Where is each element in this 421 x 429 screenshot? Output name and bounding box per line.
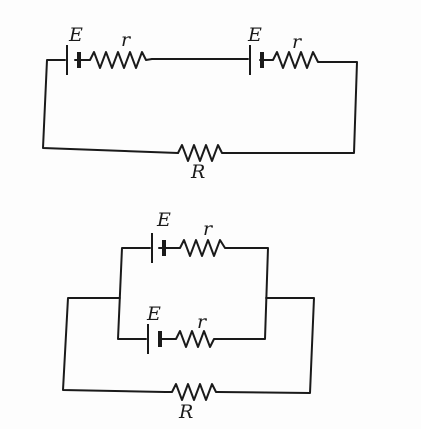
parallel-cell-2-emf-label: E — [146, 303, 161, 325]
series-cell-1-emf-label: E — [68, 24, 83, 46]
parallel-circuit: E r E r R — [62, 209, 315, 423]
series-circuit: E r E r R — [42, 24, 358, 183]
parallel-loop-wire — [62, 247, 315, 394]
parallel-internal-resistance-2-label: r — [197, 311, 208, 333]
series-cell-2-emf-label: E — [247, 24, 262, 46]
parallel-load-resistor — [164, 383, 219, 401]
series-internal-resistor-1 — [81, 51, 153, 69]
series-loop-wire — [42, 58, 358, 154]
series-internal-resistance-1-label: r — [121, 29, 132, 51]
series-internal-resistor-2 — [264, 51, 324, 69]
parallel-internal-resistor-1 — [165, 239, 231, 257]
series-load-resistor — [177, 144, 227, 162]
parallel-internal-resistance-1-label: r — [203, 218, 214, 240]
parallel-cell-1-emf-label: E — [156, 209, 171, 231]
parallel-internal-resistor-2 — [164, 330, 222, 348]
parallel-load-label: R — [178, 401, 193, 423]
series-internal-resistance-2-label: r — [292, 31, 303, 53]
series-load-label: R — [190, 161, 205, 183]
